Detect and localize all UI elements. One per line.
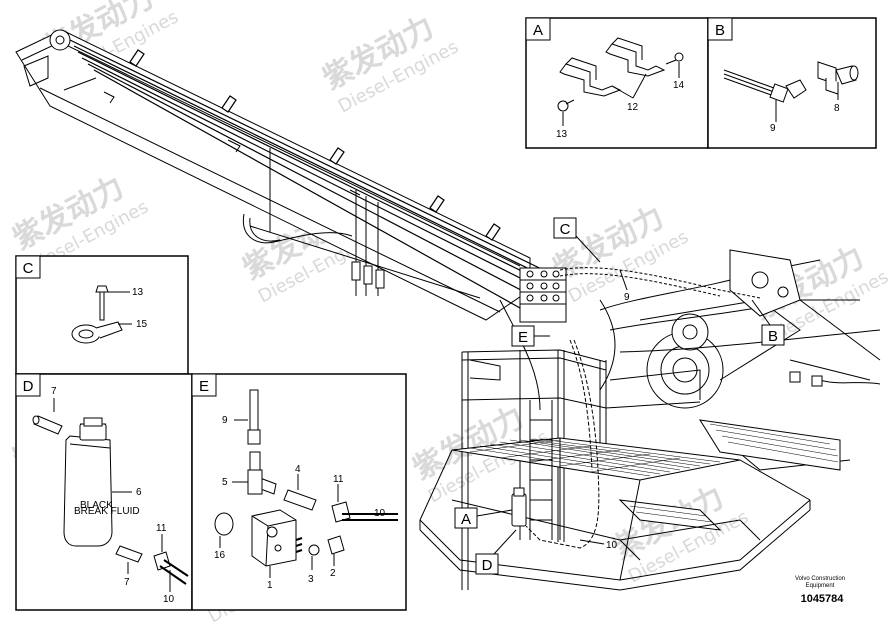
- detail-c-label-15: 15: [136, 319, 148, 330]
- upper-structure: [499, 249, 881, 471]
- callout-box-c: [553, 217, 577, 239]
- detail-a-label-14: 14: [673, 80, 685, 91]
- detail-c-label-13: 13: [132, 287, 144, 298]
- detail-c-title: C: [23, 260, 34, 277]
- detail-b-panel: B 9 8: [707, 17, 877, 149]
- detail-a-label-12: 12: [627, 102, 639, 113]
- detail-d-label-6: 6: [136, 487, 142, 498]
- detail-d-label-7a: 7: [51, 386, 57, 397]
- detail-e-label-2: 2: [330, 568, 336, 579]
- detail-b-label-9: 9: [770, 123, 776, 134]
- detail-b-title: B: [715, 22, 725, 39]
- footer-ref-number: 1045784: [801, 593, 845, 605]
- footer: Volvo Construction Equipment 1045784: [795, 576, 845, 605]
- footer-company: Volvo Construction: [795, 576, 845, 582]
- callout-a-label: A: [461, 511, 471, 528]
- detail-d-title: D: [23, 378, 34, 395]
- callout-b-label: B: [768, 328, 778, 345]
- detail-c-panel: C 13 15: [15, 255, 189, 375]
- callout-e-label: E: [518, 329, 528, 346]
- detail-d-tank-text-2: BREAK FLUID: [74, 506, 140, 517]
- detail-d-panel: D BLACK BREAK FLUID 7 6 7 11: [15, 373, 193, 611]
- callout-d-label: D: [482, 557, 493, 574]
- detail-d-label-10: 10: [163, 594, 175, 605]
- footer-category: Equipment: [806, 583, 835, 589]
- detail-e-label-5: 5: [222, 477, 228, 488]
- main-label-9: 9: [624, 292, 630, 303]
- detail-e-label-16: 16: [214, 550, 226, 561]
- detail-e-label-9: 9: [222, 415, 228, 426]
- callout-box-d: [475, 553, 499, 575]
- detail-e-title: E: [199, 378, 209, 395]
- detail-d-label-7b: 7: [124, 577, 130, 588]
- detail-e-panel: E: [191, 373, 407, 611]
- callout-box-b: [761, 324, 785, 346]
- detail-a-label-13: 13: [556, 129, 568, 140]
- boom-assembly: [15, 29, 561, 321]
- detail-e-label-11: 11: [333, 474, 344, 485]
- detail-d-tank-text-1: BLACK: [80, 500, 113, 511]
- detail-a-panel: A 12 13 14: [525, 17, 709, 149]
- platform-frame: [419, 339, 841, 591]
- main-callouts: C E B A D 9 10: [454, 217, 785, 575]
- detail-a-title: A: [533, 22, 543, 39]
- main-label-10: 10: [606, 540, 618, 551]
- callout-c-label: C: [560, 221, 571, 238]
- detail-e-label-1: 1: [267, 580, 273, 591]
- callout-box-a: [454, 507, 478, 529]
- detail-e-label-4: 4: [295, 464, 301, 475]
- detail-e-label-3: 3: [308, 574, 314, 585]
- detail-e-label-10: 10: [374, 508, 386, 519]
- detail-b-label-8: 8: [834, 103, 840, 114]
- detail-d-label-11: 11: [156, 523, 167, 534]
